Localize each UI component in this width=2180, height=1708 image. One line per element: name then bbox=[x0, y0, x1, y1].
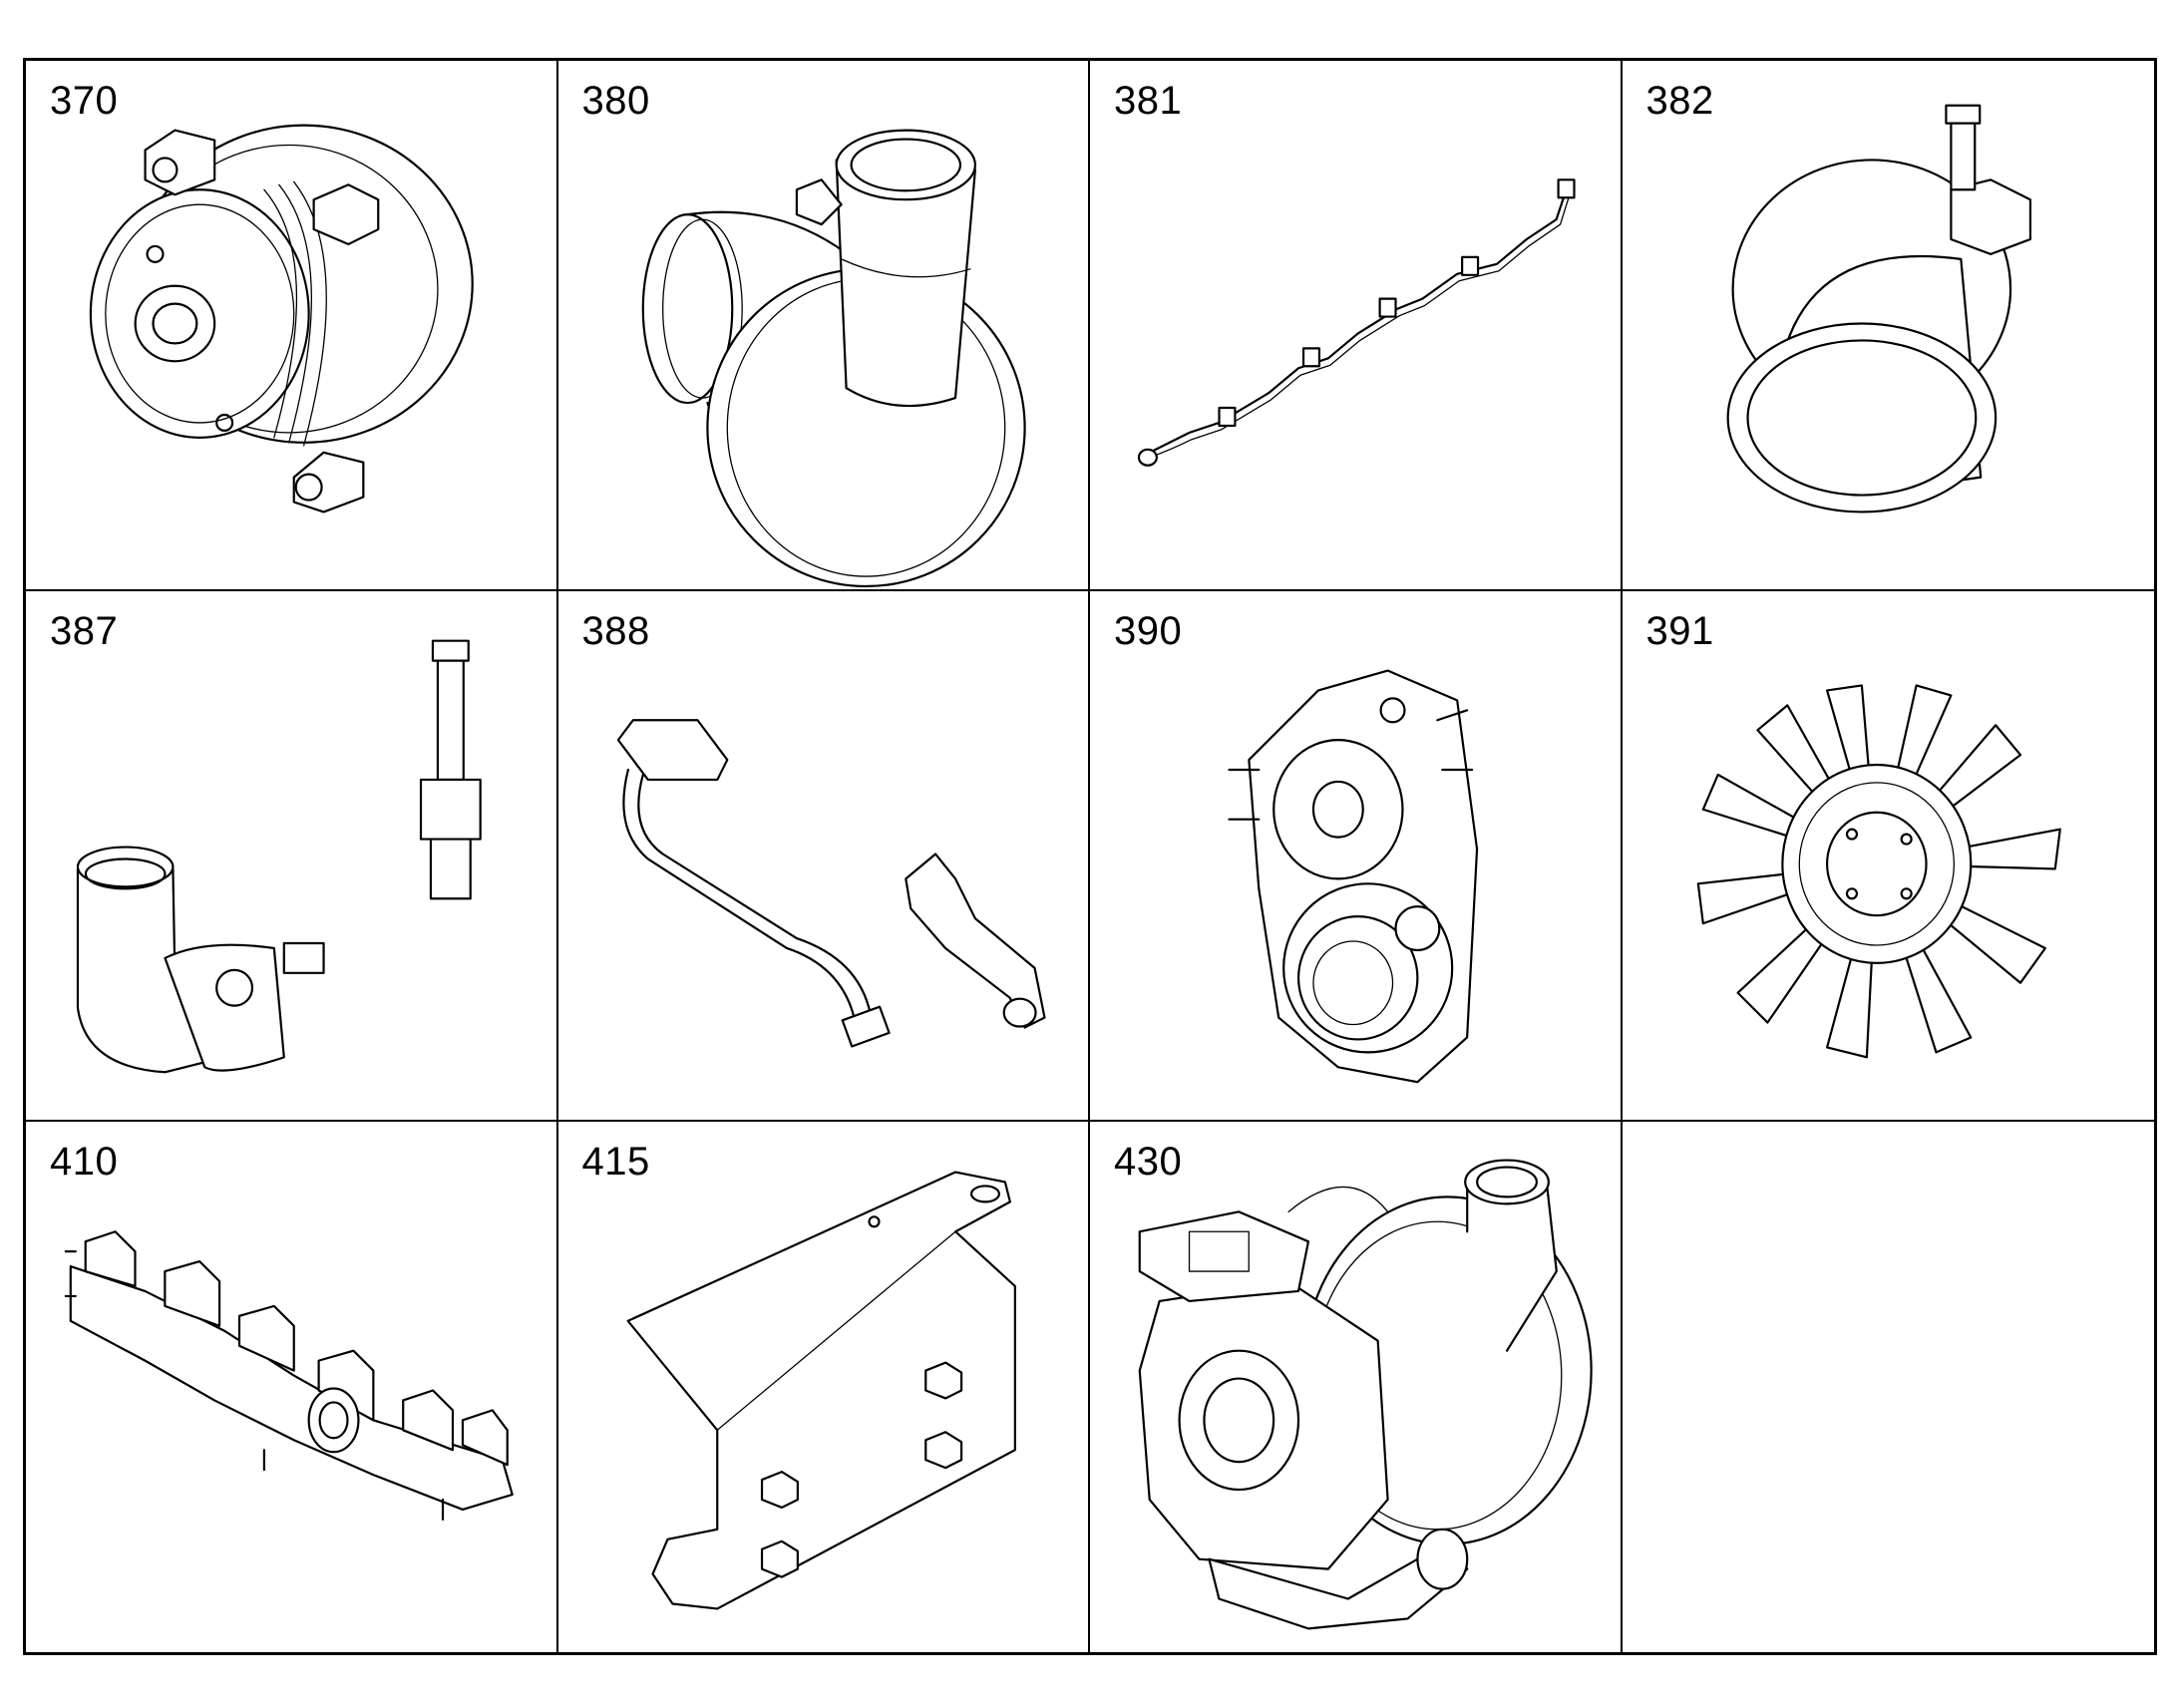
part-cell-387[interactable]: 387 bbox=[26, 591, 558, 1122]
part-cell-388[interactable]: 388 bbox=[557, 591, 1090, 1122]
coolant-elbow-and-sensor-icon bbox=[76, 639, 482, 1074]
heat-shield-icon bbox=[626, 1171, 1016, 1610]
part-number: 391 bbox=[1645, 609, 1714, 653]
part-cell-381[interactable]: 381 bbox=[1090, 61, 1623, 591]
part-cell-370[interactable]: 370 bbox=[26, 61, 558, 591]
part-number: 390 bbox=[1114, 609, 1183, 653]
part-number: 430 bbox=[1114, 1140, 1183, 1184]
turbo-elbow-housing-icon bbox=[641, 129, 1026, 588]
part-number: 410 bbox=[50, 1140, 119, 1184]
outlet-elbow-with-sensor-icon bbox=[1726, 104, 2031, 513]
part-number: 381 bbox=[1114, 79, 1183, 123]
part-number: 382 bbox=[1645, 79, 1714, 123]
belt-drive-assembly-icon bbox=[1228, 669, 1479, 1084]
part-number: 380 bbox=[581, 79, 650, 123]
turbocharger-icon bbox=[1138, 1159, 1593, 1630]
part-cell-415[interactable]: 415 bbox=[558, 1122, 1090, 1652]
parts-grid: 370 380 bbox=[23, 58, 2157, 1655]
part-cell-410[interactable]: 410 bbox=[26, 1122, 558, 1652]
part-number: 388 bbox=[581, 609, 650, 653]
part-cell-390[interactable]: 390 bbox=[1090, 591, 1623, 1122]
exhaust-manifold-icon bbox=[64, 1230, 514, 1521]
fan-blade-icon bbox=[1696, 684, 2061, 1059]
sensor-wiring-harness-icon bbox=[1137, 178, 1576, 467]
empty-cell bbox=[1623, 1122, 2155, 1652]
water-pump-icon bbox=[89, 124, 474, 513]
wiring-harness-bracket-icon bbox=[616, 719, 1046, 1048]
part-cell-391[interactable]: 391 bbox=[1622, 591, 2154, 1122]
part-cell-382[interactable]: 382 bbox=[1622, 61, 2154, 591]
part-number: 387 bbox=[50, 609, 119, 653]
part-cell-380[interactable]: 380 bbox=[557, 61, 1090, 591]
part-number: 370 bbox=[50, 79, 119, 123]
part-number: 415 bbox=[581, 1140, 650, 1184]
part-cell-430[interactable]: 430 bbox=[1090, 1122, 1623, 1652]
